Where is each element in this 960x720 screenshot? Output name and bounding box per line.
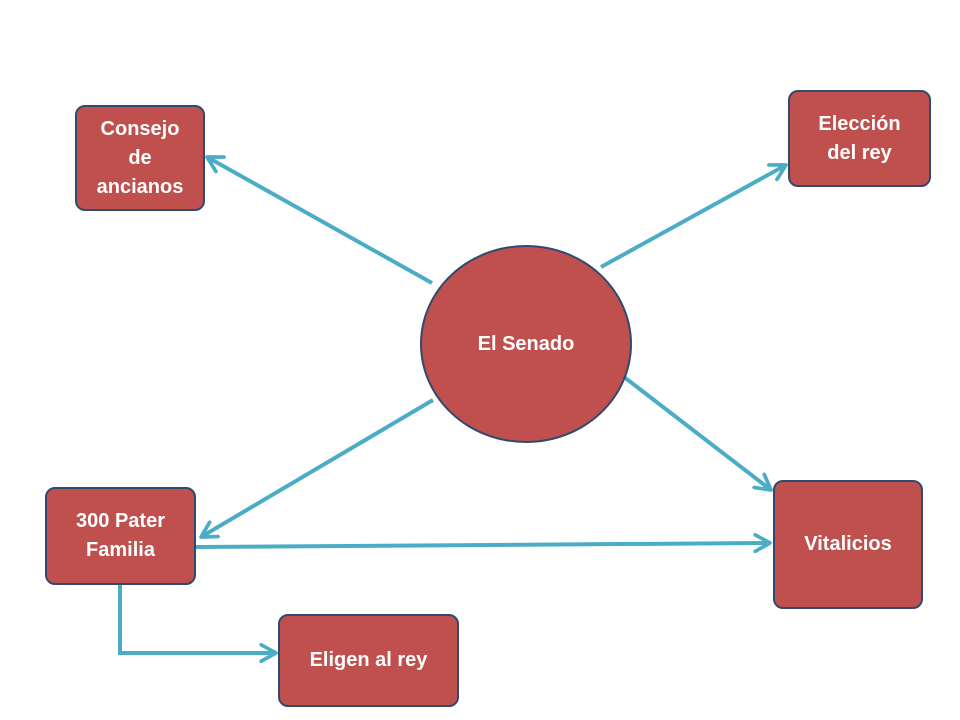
arrow-senado-to-consejo xyxy=(207,157,433,285)
consejo-node: Consejo de ancianos xyxy=(75,105,205,211)
arrow-senado-to-pater xyxy=(201,398,435,537)
pater-familia-label: 300 Pater Familia xyxy=(76,510,165,561)
eleccion-node: Elección del rey xyxy=(788,90,931,187)
vitalicios-node: Vitalicios xyxy=(773,480,923,609)
arrow-pater-to-vitalicios xyxy=(195,543,770,547)
eligen-node: Eligen al rey xyxy=(278,614,459,707)
arrow-senado-to-vitalicios xyxy=(622,375,771,490)
senado-label: El Senado xyxy=(477,332,575,355)
vitalicios-label: Vitalicios xyxy=(804,533,892,555)
eleccion-label: Elección del rey xyxy=(818,112,901,164)
pater-familia-node: 300 Pater Familia xyxy=(45,487,196,585)
senado-node: El Senado xyxy=(420,245,632,443)
eligen-label: Eligen al rey xyxy=(309,649,428,671)
arrow-senado-to-eleccion xyxy=(600,165,786,269)
consejo-label: Consejo de ancianos xyxy=(96,117,184,198)
arrow-pater-to-eligen xyxy=(118,585,276,653)
